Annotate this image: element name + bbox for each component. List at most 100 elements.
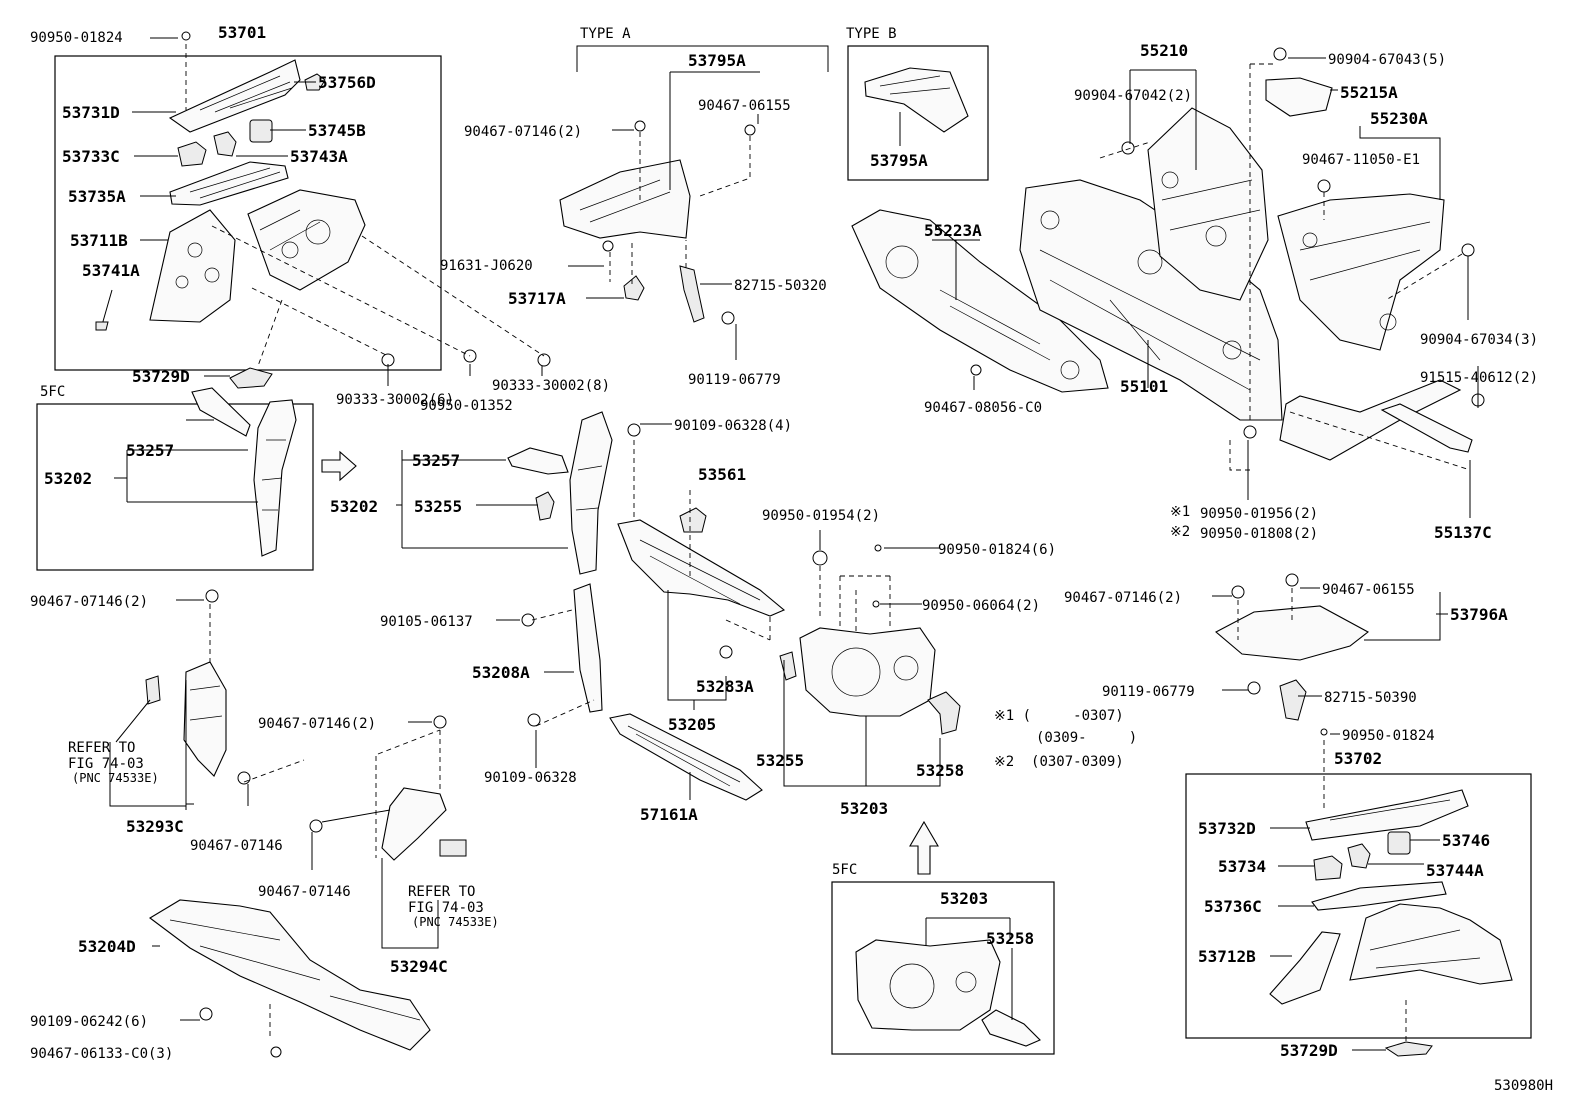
part-53255-small-shape (535, 491, 555, 521)
part-label: 53294C (390, 957, 448, 976)
part-53735a-shape (169, 161, 289, 206)
part-53729d-shape (229, 367, 273, 389)
part-label: 55210 (1140, 41, 1188, 60)
part-label: 90904-67034(3) (1420, 332, 1538, 348)
group-box-5fc-53203 (831, 881, 1055, 1055)
part-label: 90467-07146 (190, 838, 283, 854)
part-82715-50390-shape (1279, 679, 1307, 721)
part-label: 90467-06155 (698, 98, 791, 114)
part-label: 90467-07146(2) (30, 594, 148, 610)
part-label: 53202 (330, 497, 378, 516)
header-5fc-2: 5FC (832, 862, 857, 878)
part-label: 90467-11050-E1 (1302, 152, 1420, 168)
part-label: 53729D (1280, 1041, 1338, 1060)
part-label: 53712B (1198, 947, 1256, 966)
part-label: 53729D (132, 367, 190, 386)
part-82715-50320-shape (679, 265, 705, 323)
part-label: 53258 (916, 761, 964, 780)
part-label: 53293C (126, 817, 184, 836)
part-55210-shape (1147, 107, 1269, 301)
part-label: 90109-06328(4) (674, 418, 792, 434)
part-label: 53702 (1334, 749, 1382, 768)
part-label: 53255 (414, 497, 462, 516)
part-label: 90333-30002(6) (336, 392, 454, 408)
part-label: 90467-07146 (258, 884, 351, 900)
part-53731d-shape (168, 59, 301, 133)
part-53741a-shape (95, 289, 113, 331)
part-label: 90467-06155 (1322, 582, 1415, 598)
part-53795a-typeb-shape (864, 67, 969, 133)
header-type-a: TYPE A (580, 26, 631, 42)
part-53257-shape (507, 447, 569, 475)
part-apron-shape (247, 189, 366, 291)
part-label: 90105-06137 (380, 614, 473, 630)
part-label: 90904-67042(2) (1074, 88, 1192, 104)
part-label: 55137C (1434, 523, 1492, 542)
part-53204d-shape (149, 899, 431, 1051)
group-box-5fc-53202 (36, 403, 314, 571)
part-label: 53717A (508, 289, 566, 308)
bolt-55 (970, 47, 1485, 439)
bolt-typea (602, 120, 756, 325)
part-label: 53733C (62, 147, 120, 166)
part-label: 55101 (1120, 377, 1168, 396)
part-label: 53257 (412, 451, 460, 470)
part-label: 53203 (840, 799, 888, 818)
arrow-up-icon (909, 820, 939, 875)
part-53258-small-shape (981, 1009, 1041, 1047)
part-label: 57161A (640, 805, 698, 824)
part-label: 90467-06133-C0(3) (30, 1046, 173, 1062)
part-label: 53795A (688, 51, 746, 70)
headers: TYPE A TYPE B 5FC 5FC 530980H (40, 26, 1553, 1094)
part-53208a-shape (573, 583, 603, 713)
part-label: 53205 (668, 715, 716, 734)
part-label: 90119-06779 (688, 372, 781, 388)
part-label: 82715-50320 (734, 278, 827, 294)
part-53746-shape (1387, 831, 1411, 855)
part-label: 90950-01808(2) (1200, 526, 1318, 542)
part-55101-lower-shape (1279, 379, 1462, 461)
refer-note-2-line3: (PNC 74533E) (412, 915, 499, 929)
part-label: 53795A (870, 151, 928, 170)
part-53202-shape (569, 411, 613, 575)
part-53293c-shape (183, 661, 227, 777)
part-53796a-shape (1215, 605, 1370, 661)
part-label: 53711B (70, 231, 128, 250)
part-53561-shape (679, 507, 707, 533)
part-53711b-shape (149, 209, 236, 323)
part-label: 55223A (924, 221, 982, 240)
part-55215a-shape (1265, 77, 1333, 117)
legend-2: ※2 (0307-0309) (994, 754, 1124, 770)
mark-2: ※2 (1170, 524, 1190, 540)
legend-1: ※1 ( -0307) (994, 708, 1124, 724)
part-53257-small-shape (191, 387, 251, 437)
leader-lines (109, 37, 1479, 1051)
part-label: 53732D (1198, 819, 1256, 838)
refer-note-1-line1: REFER TO (68, 740, 135, 756)
part-label: 53731D (62, 103, 120, 122)
part-53203-shape (799, 627, 936, 717)
part-label: 90109-06328 (484, 770, 577, 786)
part-label: 90467-07146(2) (258, 716, 376, 732)
refer-plate-1 (145, 675, 161, 705)
bolt-right (1231, 573, 1328, 736)
group-box-53702 (1185, 773, 1532, 1039)
type-a-bracket (576, 45, 829, 72)
refer-plate-2 (439, 839, 467, 857)
part-53744a-shape (1347, 843, 1371, 869)
part-label: 91515-40612(2) (1420, 370, 1538, 386)
part-label: 90950-01956(2) (1200, 506, 1318, 522)
part-label: 90950-01824 (1342, 728, 1435, 744)
part-label: 53202 (44, 469, 92, 488)
part-label: 90950-01352 (420, 398, 513, 414)
part-label: 53283A (696, 677, 754, 696)
header-type-b: TYPE B (846, 26, 897, 42)
header-5fc-1: 5FC (40, 384, 65, 400)
group-box-type-b (847, 45, 989, 181)
part-53743a-shape (213, 131, 237, 157)
part-label: 90333-30002(8) (492, 378, 610, 394)
part-53729d-right-shape (1384, 1041, 1433, 1057)
part-label: 53208A (472, 663, 530, 682)
part-label: 53735A (68, 187, 126, 206)
